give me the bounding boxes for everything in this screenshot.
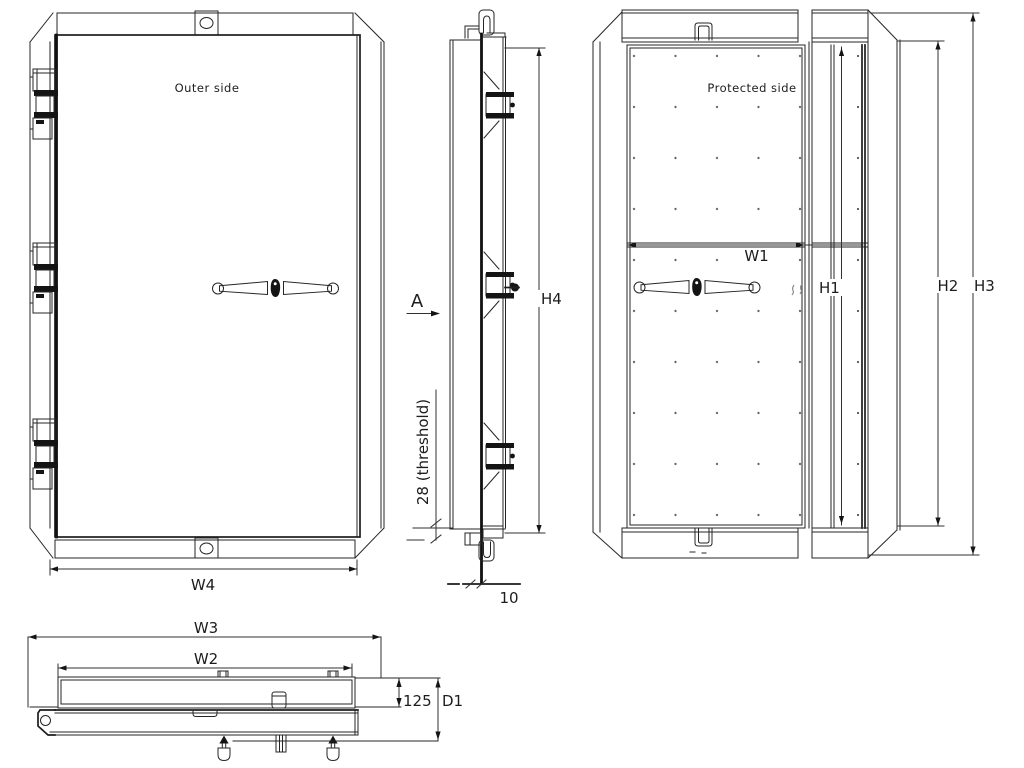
protected-view: W1 Protected side H1	[592, 9, 999, 559]
lifting-bracket-icon	[689, 527, 713, 554]
latch-block	[485, 91, 516, 119]
dim-h1-label: H1	[819, 279, 840, 297]
dim-w4: W4	[49, 559, 358, 594]
dim-w2-label: W2	[194, 650, 218, 668]
dim-h1: H1	[816, 46, 848, 526]
section-a-label: A	[411, 291, 424, 312]
dim-h4-label: H4	[541, 290, 562, 308]
hinge-pivot	[37, 709, 56, 736]
lifting-lug-icon	[478, 9, 495, 36]
dim-w3: W3	[27, 619, 382, 708]
front-view-label: Outer side	[175, 81, 240, 95]
dim-10-label: 10	[499, 589, 518, 607]
dim-w3-label: W3	[194, 619, 218, 637]
dim-125: 125	[396, 677, 432, 710]
latch-block	[485, 442, 516, 470]
dim-threshold: 28 (threshold)	[406, 389, 453, 544]
dim-h2-label: H2	[938, 277, 959, 295]
section-mark-a: A	[406, 291, 440, 317]
bolt-pin	[217, 735, 231, 761]
dim-threshold-label: 28 (threshold)	[414, 399, 432, 505]
plan-view: W3 W2	[27, 619, 463, 761]
door-handle	[212, 278, 339, 298]
dim-h3: H3	[867, 12, 999, 556]
dim-w1: W1	[626, 242, 864, 265]
front-view: Outer side W4	[29, 10, 385, 594]
dim-h3-label: H3	[974, 277, 995, 295]
dim-10: 10	[465, 579, 519, 607]
hinge	[29, 418, 59, 490]
lifting-hole-icon	[199, 17, 214, 29]
dim-w1-label: W1	[744, 247, 768, 265]
dim-h4: H4	[504, 47, 566, 534]
hinge	[29, 242, 59, 314]
dim-h2: H2	[896, 40, 963, 527]
clevis	[275, 734, 287, 753]
lifting-bracket-icon	[694, 22, 713, 41]
side-view: A H4 28 (threshold) 10	[406, 9, 566, 607]
hinge	[29, 68, 59, 140]
latch-block	[485, 271, 516, 299]
bolt-pin	[326, 735, 340, 761]
protected-view-label: Protected side	[707, 81, 796, 95]
handle-post-icon	[271, 691, 287, 709]
break-mark-icon	[791, 283, 803, 296]
dim-d1-label: D1	[442, 692, 463, 710]
dim-125-label: 125	[403, 692, 432, 710]
lifting-lug-icon	[478, 539, 495, 562]
dim-w4-label: W4	[191, 576, 215, 594]
section-arrow-icon	[431, 310, 440, 317]
dim-d1: D1	[435, 677, 463, 742]
dim-w2: W2	[57, 650, 353, 678]
lifting-hole-icon	[199, 542, 214, 555]
